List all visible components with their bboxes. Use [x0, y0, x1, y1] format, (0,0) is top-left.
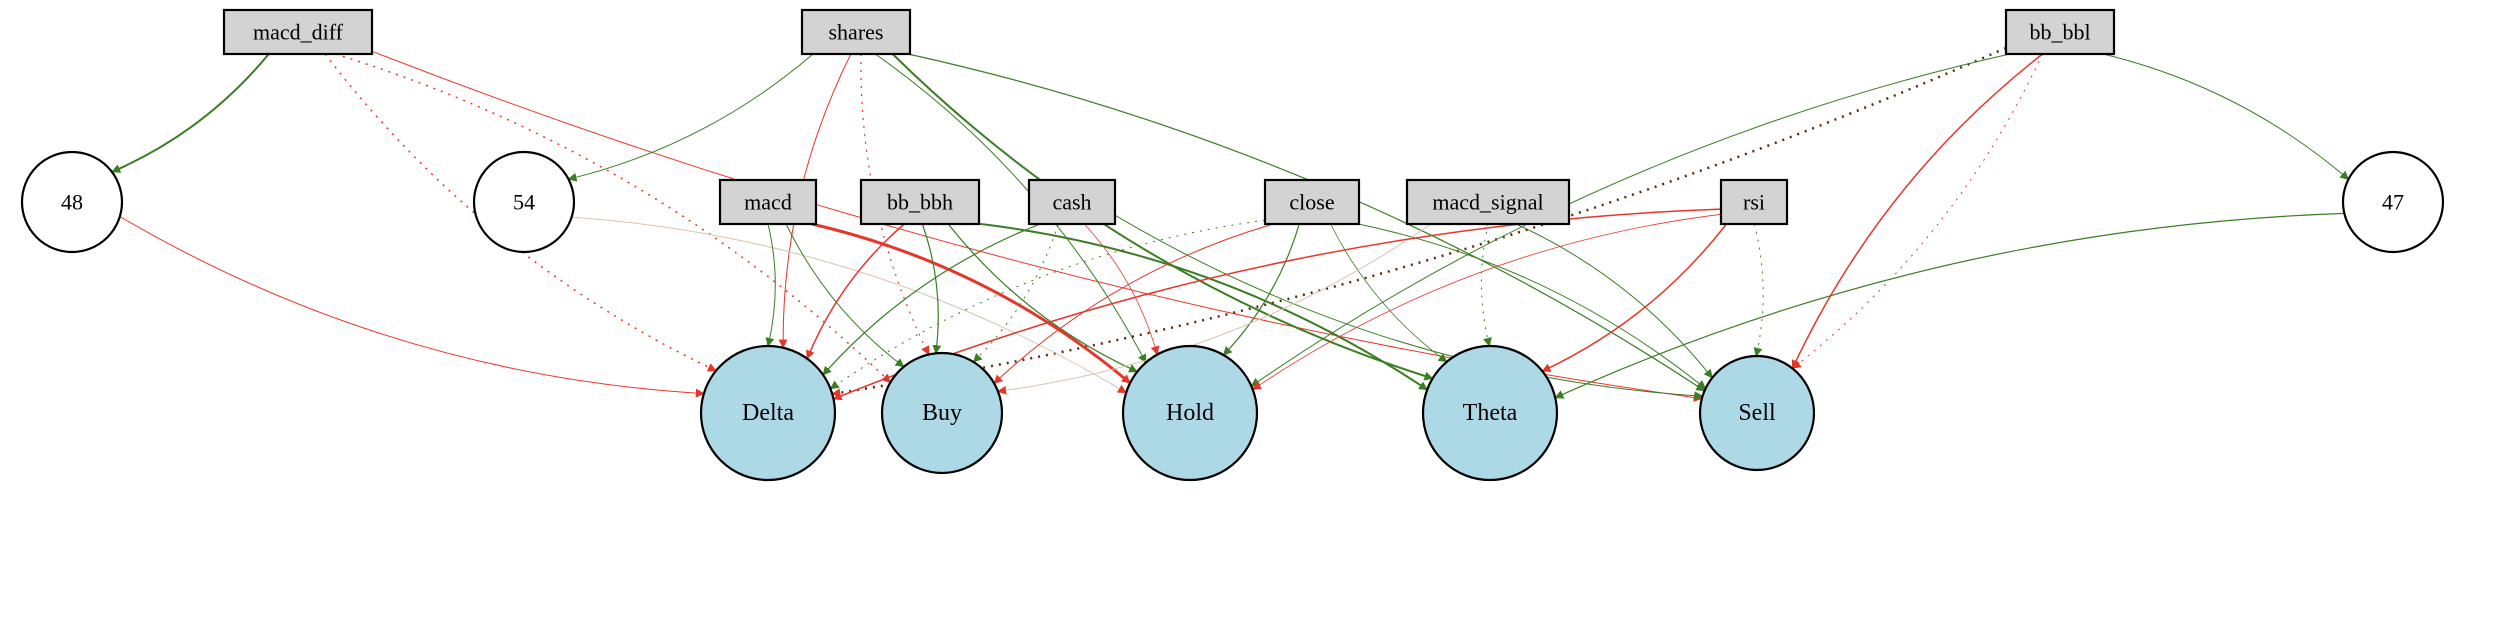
node-close: close	[1263, 178, 1361, 226]
edge-cash-to-Buy	[972, 223, 1059, 363]
edge-close-to-Buy	[993, 223, 1274, 384]
hidden-node-circle	[2341, 150, 2445, 254]
hidden-node-circle	[472, 150, 576, 254]
node-macd_diff: macd_diff	[222, 8, 374, 56]
node-shares: shares	[800, 8, 912, 56]
edge-shares-to-Theta	[891, 53, 1434, 381]
node-macd: macd	[718, 178, 818, 226]
edge-close-to-Hold	[1222, 223, 1300, 356]
node-label: Buy	[922, 400, 962, 426]
node-Hold: Hold	[1121, 344, 1259, 482]
node-label: macd_signal	[1432, 190, 1543, 215]
edge-rsi-to-Theta	[1541, 223, 1728, 372]
edge-bb_bbh-to-Hold	[947, 223, 1139, 373]
node-label: rsi	[1743, 190, 1765, 215]
input-node-box	[222, 8, 374, 56]
node-n54: 54	[472, 150, 576, 254]
node-macd_signal: macd_signal	[1405, 178, 1571, 226]
edge-close-to-Sell	[1358, 223, 1707, 390]
edge-macd_signal-to-Buy	[997, 223, 1432, 395]
node-label: cash	[1052, 190, 1091, 215]
edge-rsi-to-Hold	[1252, 213, 1722, 391]
edge-rsi-to-Delta	[832, 208, 1722, 401]
edge-shares-to-n54	[567, 53, 814, 182]
node-label: bb_bbh	[887, 190, 953, 215]
edge-close-to-Theta	[1330, 223, 1448, 363]
node-Delta: Delta	[699, 344, 837, 482]
input-node-box	[1405, 178, 1571, 226]
node-label: Theta	[1463, 400, 1518, 426]
node-label: Sell	[1738, 400, 1776, 426]
edge-bb_bbl-to-Hold	[1250, 53, 2010, 387]
edge-macd-to-Delta	[765, 223, 776, 347]
node-bb_bbh: bb_bbh	[859, 178, 981, 226]
edge-n47-to-Theta	[1554, 212, 2345, 399]
edge-bb_bbl-to-Sell	[1791, 53, 2043, 370]
edge-shares-to-Buy	[860, 53, 930, 356]
input-node-box	[2004, 8, 2116, 56]
node-label: 54	[513, 190, 535, 215]
edge-n48-to-Delta	[119, 216, 705, 398]
input-node-box	[1719, 178, 1789, 226]
node-cash: cash	[1027, 178, 1117, 226]
output-node-circle	[1698, 354, 1816, 472]
edge-macd-to-Hold	[811, 222, 1132, 385]
node-rsi: rsi	[1719, 178, 1789, 226]
node-label: Hold	[1166, 400, 1214, 426]
node-n47: 47	[2341, 150, 2445, 254]
node-Theta: Theta	[1421, 344, 1559, 482]
input-node-box	[718, 178, 818, 226]
edge-rsi-to-Sell	[1753, 223, 1764, 357]
edge-macd_signal-to-Sell	[1515, 223, 1713, 379]
hidden-node-circle	[20, 150, 124, 254]
input-node-box	[859, 178, 981, 226]
node-n48: 48	[20, 150, 124, 254]
node-Sell: Sell	[1698, 354, 1816, 472]
input-node-box	[1263, 178, 1361, 226]
edges-layer	[111, 46, 2350, 402]
output-node-circle	[699, 344, 837, 482]
output-node-circle	[1421, 344, 1559, 482]
edge-bb_bbl-to-n47	[2102, 53, 2350, 180]
edge-cash-to-Sell	[1114, 214, 1704, 401]
node-label: close	[1289, 190, 1334, 215]
input-node-box	[800, 8, 912, 56]
node-label: shares	[829, 20, 884, 45]
node-label: macd_diff	[253, 20, 344, 45]
input-node-box	[1027, 178, 1117, 226]
node-bb_bbl: bb_bbl	[2004, 8, 2116, 56]
node-Buy: Buy	[880, 351, 1004, 475]
edge-bb_bbh-to-Theta	[978, 222, 1428, 391]
edge-bb_bbl-to-Sell	[1791, 53, 2043, 369]
edge-bb_bbh-to-Delta	[806, 223, 905, 360]
edge-cash-to-Delta	[822, 223, 1041, 376]
edge-n54-to-Hold	[571, 216, 1127, 394]
node-label: bb_bbl	[2029, 20, 2090, 45]
edge-macd_diff-to-n48	[111, 53, 270, 173]
output-node-circle	[880, 351, 1004, 475]
node-label: Delta	[742, 400, 794, 426]
node-label: 47	[2382, 190, 2404, 215]
output-node-circle	[1121, 344, 1259, 482]
edge-bb_bbh-to-Buy	[921, 223, 942, 355]
node-label: 48	[61, 190, 83, 215]
edge-close-to-Delta	[829, 219, 1266, 390]
node-label: macd	[744, 190, 792, 215]
